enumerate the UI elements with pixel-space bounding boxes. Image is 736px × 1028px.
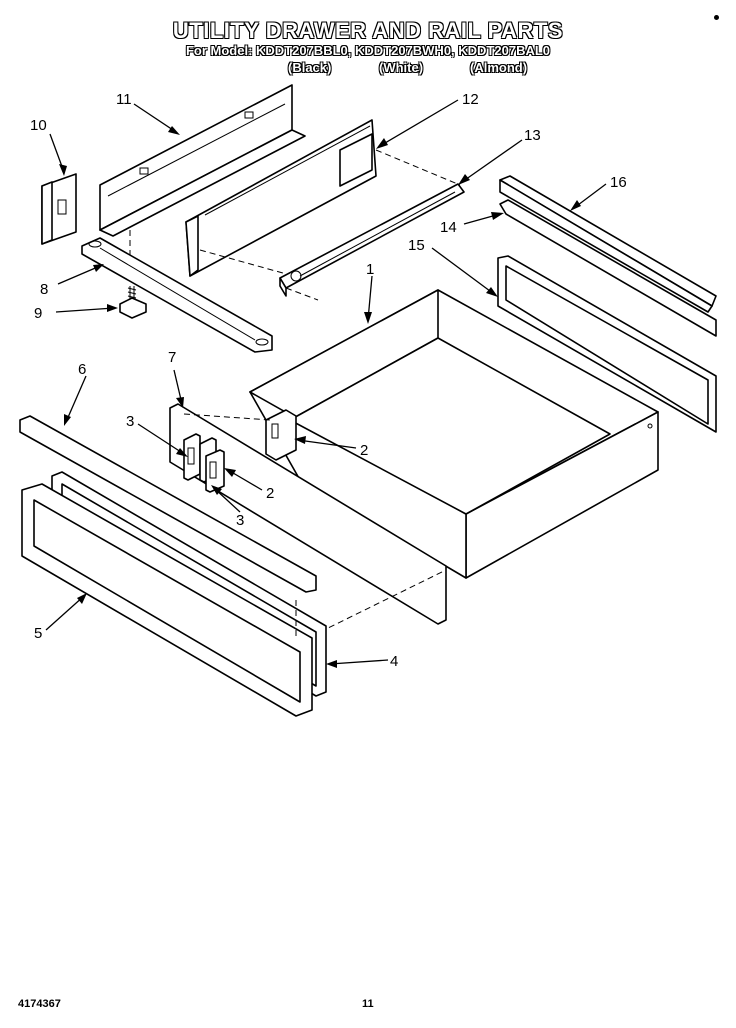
- callout-4: 4: [390, 653, 398, 670]
- page-number: 11: [362, 998, 374, 1010]
- part-7-side-frame: [169, 403, 447, 633]
- callout-3-lower: 3: [236, 512, 244, 529]
- variant-black: (Black): [288, 60, 332, 75]
- corner-mark: [714, 15, 719, 20]
- callout-3-upper: 3: [126, 413, 134, 430]
- part-9-leveling-leg: [119, 286, 147, 319]
- model-line: For Model: KDDT207BBL0, KDDT207BWH0, KDD…: [185, 43, 551, 58]
- part-5-front-frame: [21, 483, 313, 717]
- callout-8: 8: [40, 281, 48, 298]
- page-title: UTILITY DRAWER AND RAIL PARTS: [172, 18, 564, 43]
- document-number: 4174367: [18, 998, 61, 1010]
- callout-2-right: 2: [360, 442, 368, 459]
- callout-9: 9: [34, 305, 42, 322]
- part-13-slide-rail: [279, 183, 465, 301]
- callout-15: 15: [408, 237, 425, 254]
- leader-lines: [45, 99, 607, 668]
- part-2-3-hinges-left: [183, 433, 225, 493]
- variant-almond: (Almond): [470, 60, 528, 75]
- part-8-base-rail: [81, 237, 273, 353]
- callout-numbers: 10 11 12 13 16 14 15 1 8 9 6 7 3 2 2 3 5…: [30, 91, 627, 670]
- part-15-front-panel: [497, 255, 717, 433]
- callout-6: 6: [78, 361, 86, 378]
- callout-14: 14: [440, 219, 457, 236]
- callout-7: 7: [168, 349, 176, 366]
- part-6-front-trim: [19, 415, 317, 593]
- part-12-rail-frame: [185, 119, 461, 277]
- part-16-top-trim: [499, 175, 717, 313]
- callout-10: 10: [30, 117, 47, 134]
- part-10-bracket: [41, 173, 77, 245]
- callout-2-left: 2: [266, 485, 274, 502]
- part-14-trim-strip: [499, 199, 717, 337]
- callout-1: 1: [366, 261, 374, 278]
- part-2-hinge-right: [265, 409, 297, 461]
- callout-5: 5: [34, 625, 42, 642]
- variant-white: (White): [379, 60, 424, 75]
- callout-11: 11: [116, 91, 132, 108]
- part-11-rail-panel: [99, 84, 306, 262]
- color-variants: (Black) (White) (Almond): [0, 60, 736, 78]
- callout-12: 12: [462, 91, 479, 108]
- callout-16: 16: [610, 174, 627, 191]
- callout-13: 13: [524, 127, 541, 144]
